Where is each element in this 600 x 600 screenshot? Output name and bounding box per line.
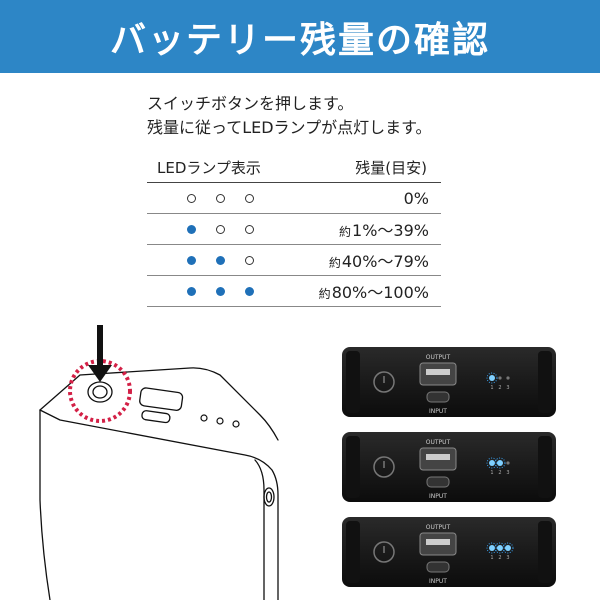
led-dot-3 xyxy=(245,286,254,296)
battery-body-outline xyxy=(39,367,279,441)
output-label: OUTPUT xyxy=(426,439,451,446)
led-indicator-row-2 xyxy=(147,224,287,234)
level-text: 1%～39% xyxy=(352,221,429,240)
led-number-3: 3 xyxy=(506,555,509,561)
micro-usb-port xyxy=(141,410,171,424)
level-value: 約80%～100% xyxy=(287,279,441,303)
instruction-line-1: スイッチボタンを押します。 xyxy=(147,94,354,113)
device-panel-1: OUTPUT INPUT 1 2 3 xyxy=(342,347,556,417)
led-number-2: 2 xyxy=(498,555,501,561)
battery-level-table: LEDランプ表示 残量(目安) 0% 約1%～39% 約40%～79% xyxy=(147,152,441,307)
side-button xyxy=(263,487,275,507)
column-header-led: LEDランプ表示 xyxy=(157,158,261,177)
micro-usb-port xyxy=(426,476,450,488)
led-dot-3 xyxy=(245,224,254,234)
level-prefix: 約 xyxy=(339,225,352,239)
led-1 xyxy=(489,460,495,466)
column-header-level: 残量(目安) xyxy=(355,158,427,177)
led-2 xyxy=(497,460,503,466)
led-outline-2 xyxy=(216,417,224,425)
instruction-line-2: 残量に従ってLEDランプが点灯します。 xyxy=(147,118,432,137)
led-dot-1 xyxy=(187,286,196,296)
output-label: OUTPUT xyxy=(426,524,451,531)
micro-usb-port xyxy=(426,561,450,573)
level-prefix: 約 xyxy=(328,256,341,270)
level-text: 40%～79% xyxy=(341,252,429,271)
led-outline-3 xyxy=(232,420,240,428)
device-panel-2: OUTPUT INPUT 1 2 3 xyxy=(342,432,556,502)
led-indicator-row-4 xyxy=(147,286,287,296)
table-header: LEDランプ表示 残量(目安) xyxy=(147,152,441,183)
instructions: スイッチボタンを押します。 残量に従ってLEDランプが点灯します。 xyxy=(147,92,431,140)
power-icon xyxy=(373,371,395,393)
led-number-1: 1 xyxy=(490,555,493,561)
led-indicator-row-1 xyxy=(147,193,287,203)
led-dot-2 xyxy=(216,193,225,203)
table-row: 約1%～39% xyxy=(147,214,441,245)
led-3 xyxy=(506,461,510,465)
output-label: OUTPUT xyxy=(426,354,451,361)
led-3 xyxy=(506,376,510,380)
level-text: 80%～100% xyxy=(331,283,429,302)
led-2 xyxy=(497,545,503,551)
led-number-1: 1 xyxy=(490,385,493,391)
device-panel-3: OUTPUT INPUT 1 2 3 xyxy=(342,517,556,587)
device-led-photos: OUTPUT INPUT 1 2 3 OUTPUT INPUT 1 2 3 xyxy=(342,347,556,587)
press-arrow-icon xyxy=(88,325,112,382)
led-number-3: 3 xyxy=(506,385,509,391)
power-button xyxy=(87,381,113,403)
input-label: INPUT xyxy=(429,493,447,500)
led-dot-1 xyxy=(187,193,196,203)
led-number-1: 1 xyxy=(490,470,493,476)
input-label: INPUT xyxy=(429,578,447,585)
led-outline-1 xyxy=(200,414,208,422)
led-dot-2 xyxy=(216,224,225,234)
led-number-2: 2 xyxy=(498,385,501,391)
level-value: 約40%～79% xyxy=(287,248,441,272)
usb-port xyxy=(139,387,184,411)
led-1 xyxy=(489,375,495,381)
led-dot-2 xyxy=(216,255,225,265)
power-icon xyxy=(373,456,395,478)
power-icon xyxy=(373,541,395,563)
page-title: バッテリー残量の確認 xyxy=(109,19,490,61)
input-label: INPUT xyxy=(429,408,447,415)
led-dot-1 xyxy=(187,224,196,234)
table-row: 約40%～79% xyxy=(147,245,441,276)
highlight-circle xyxy=(68,359,132,423)
led-number-2: 2 xyxy=(498,470,501,476)
level-text: 0% xyxy=(403,188,429,208)
led-dot-3 xyxy=(245,193,254,203)
led-dot-2 xyxy=(216,286,225,296)
level-prefix: 約 xyxy=(318,287,331,301)
led-2 xyxy=(498,376,502,380)
led-1 xyxy=(489,545,495,551)
led-dot-1 xyxy=(187,255,196,265)
table-row: 約80%～100% xyxy=(147,276,441,307)
led-number-3: 3 xyxy=(506,470,509,476)
led-dot-3 xyxy=(245,255,254,265)
level-value: 約1%～39% xyxy=(287,217,441,241)
battery-press-illustration xyxy=(39,325,279,600)
led-indicator-row-3 xyxy=(147,255,287,265)
title-banner: バッテリー残量の確認 xyxy=(0,0,600,73)
table-row: 0% xyxy=(147,183,441,214)
micro-usb-port xyxy=(426,391,450,403)
led-3 xyxy=(505,545,511,551)
level-value: 0% xyxy=(287,189,441,208)
